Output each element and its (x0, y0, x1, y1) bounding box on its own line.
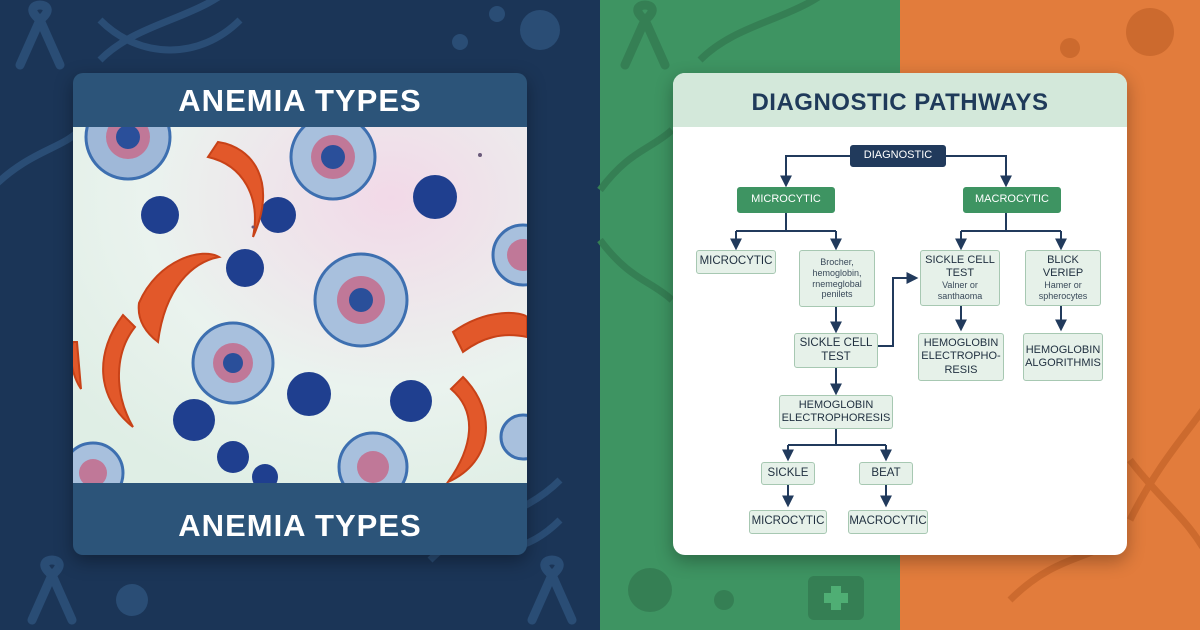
node-sickle-cell-test: SICKLE CELL TEST (794, 333, 878, 368)
right-blick-line-1: BLICK (1047, 254, 1079, 267)
spherocyte-cells (141, 175, 457, 490)
right-sickle-line-1: SICKLE CELL (925, 254, 995, 267)
hemoglobin-details-line-4: penilets (821, 289, 853, 300)
right-sickle-line-3: Valner or (942, 280, 978, 291)
medical-kit-icon (808, 576, 864, 620)
right-blick-line-3: Hamer or (1044, 280, 1082, 291)
right-sickle-line-2: TEST (945, 267, 975, 280)
right-electro-line-1: HEMOGLOBIN (923, 337, 999, 350)
target-cell (313, 252, 409, 348)
node-microcytic-leaf: MICROCYTIC (749, 510, 827, 534)
node-hemoglobin-details: Brocher, hemoglobin, rnemeglobal penilet… (799, 250, 875, 307)
node-hemoglobin-electrophoresis: HEMOGLOBIN ELECTROPHORESIS (779, 395, 893, 429)
right-electro-line-2: ELECTROPHO- (921, 350, 1001, 363)
right-algo-line-1: HEMOGLOBIN (1025, 343, 1101, 356)
right-blick-line-2: VERIEP (1042, 267, 1084, 280)
dna-helix-icon (597, 0, 821, 303)
blood-smear-image (73, 93, 527, 505)
smiling-virus-icon (628, 568, 734, 612)
node-sickle-leaf: SICKLE (761, 462, 815, 485)
sickle-test-line-2: TEST (821, 350, 851, 363)
node-microcytic-branch: MICROCYTIC (737, 187, 835, 213)
node-right-algorithms: HEMOGLOBIN ALGORITHMIS (1023, 333, 1103, 381)
node-microcytic-child: MICROCYTIC (696, 250, 776, 274)
sickle-cells (73, 140, 527, 485)
anemia-types-title-top: ANEMIA TYPES (178, 83, 422, 118)
virus-icon (1060, 8, 1174, 58)
target-cell (289, 113, 377, 201)
target-cell (491, 223, 527, 287)
node-right-electrophoresis: HEMOGLOBIN ELECTROPHO- RESIS (918, 333, 1004, 381)
flowchart-connectors (730, 155, 1067, 508)
right-algo-line-2: ALGORITHMIS (1025, 357, 1101, 369)
anemia-types-card: ANEMIA TYPES (73, 73, 527, 555)
diagnostic-pathways-card: DIAGNOSTIC PATHWAYS (673, 73, 1127, 555)
node-macrocytic-leaf: MACROCYTIC (848, 510, 928, 534)
virus-icon (116, 584, 148, 616)
target-cell (191, 321, 275, 405)
awareness-ribbon-icon (27, 555, 77, 625)
anemia-types-title-bottom: ANEMIA TYPES (178, 508, 422, 543)
right-sickle-line-4: santhaoma (937, 291, 983, 302)
awareness-ribbon-icon (15, 0, 65, 70)
awareness-ribbon-icon (620, 0, 670, 70)
node-macrocytic-branch: MACROCYTIC (963, 187, 1061, 213)
node-diagnostic: DIAGNOSTIC (850, 145, 946, 167)
hemoglobin-details-line-1: Brocher, (820, 256, 854, 267)
target-cell (499, 413, 527, 461)
right-electro-line-3: RESIS (944, 363, 978, 376)
diagnostic-pathways-title: DIAGNOSTIC PATHWAYS (673, 73, 1127, 127)
hemoglobin-details-line-2: hemoglobin, (812, 267, 862, 278)
node-right-sickle-test: SICKLE CELL TEST Valner or santhaoma (920, 250, 1000, 306)
node-right-blick-veriep: BLICK VERIEP Hamer or spherocytes (1025, 250, 1101, 306)
sickle-test-line-1: SICKLE CELL (799, 336, 873, 349)
electrophoresis-line-1: HEMOGLOBIN (798, 398, 874, 411)
hemoglobin-details-line-3: rnemeglobal (812, 278, 862, 289)
virus-icon (452, 6, 560, 50)
right-blick-line-4: spherocytes (1038, 291, 1088, 302)
node-beat-leaf: BEAT (859, 462, 913, 485)
electrophoresis-line-2: ELECTROPHORESIS (781, 412, 891, 424)
awareness-ribbon-icon (527, 555, 577, 625)
